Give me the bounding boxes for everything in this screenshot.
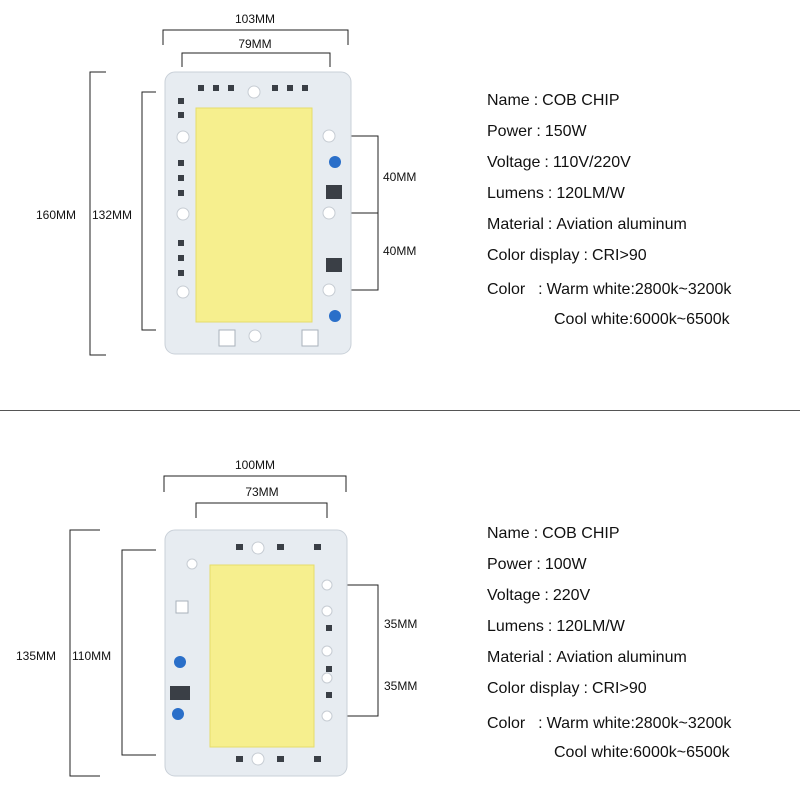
dim-pad-spacing-1: 35MM xyxy=(384,617,417,631)
spec-material: Material:Aviation aluminum xyxy=(487,649,687,666)
solder-pads xyxy=(186,541,333,766)
spec-color-display: Color display:CRI>90 xyxy=(487,247,647,264)
solder-pads xyxy=(176,85,336,343)
spec-name: Name:COB CHIP xyxy=(487,525,620,542)
spec-color-cool: Cool white:6000k~6500k xyxy=(554,311,730,328)
spec-color: Color :Warm white:2800k~3200k xyxy=(487,281,732,298)
dim-emitter-width: 73MM xyxy=(245,485,278,499)
spec-power: Power:150W xyxy=(487,123,587,140)
spec-lumens: Lumens:120LM/W xyxy=(487,618,625,635)
dim-emitter-height: 110MM xyxy=(72,649,111,663)
chip-diagram-150w: 103MM 79MM 160MM 132MM 40MM 40MM xyxy=(36,12,416,356)
spec-voltage: Voltage:220V xyxy=(487,587,591,604)
spec-power: Power:100W xyxy=(487,556,587,573)
spec-name: Name:COB CHIP xyxy=(487,92,620,109)
smd-components xyxy=(170,544,332,762)
spec-color: Color :Warm white:2800k~3200k xyxy=(487,715,732,732)
chip-panel-150w: 103MM 79MM 160MM 132MM 40MM 40MM Name:CO… xyxy=(36,12,732,356)
spec-lumens: Lumens:120LM/W xyxy=(487,185,625,202)
dim-outer-height: 135MM xyxy=(16,649,56,663)
spec-color-cool: Cool white:6000k~6500k xyxy=(554,744,730,761)
dim-pad-spacing-2: 35MM xyxy=(384,679,417,693)
spec-color-display: Color display:CRI>90 xyxy=(487,680,647,697)
dim-emitter-width: 79MM xyxy=(238,37,271,51)
capacitors xyxy=(172,656,186,720)
spec-voltage: Voltage:110V/220V xyxy=(487,154,631,171)
dim-outer-width: 100MM xyxy=(235,458,275,472)
chip-diagram-100w: 100MM 73MM 135MM 110MM 35MM 35MM xyxy=(16,458,417,777)
dim-outer-height: 160MM xyxy=(36,208,76,222)
dim-pad-spacing-2: 40MM xyxy=(383,244,416,258)
spec-material: Material:Aviation aluminum xyxy=(487,216,687,233)
dimension-lines xyxy=(69,475,379,777)
dim-outer-width: 103MM xyxy=(235,12,275,26)
capacitors xyxy=(329,156,341,322)
smd-components xyxy=(178,85,342,276)
dim-emitter-height: 132MM xyxy=(92,208,132,222)
panel-divider xyxy=(0,410,800,411)
led-emitter xyxy=(209,564,315,748)
led-emitter xyxy=(195,107,313,323)
dim-pad-spacing-1: 40MM xyxy=(383,170,416,184)
chip-panel-100w: 100MM 73MM 135MM 110MM 35MM 35MM Name:CO… xyxy=(0,414,800,800)
